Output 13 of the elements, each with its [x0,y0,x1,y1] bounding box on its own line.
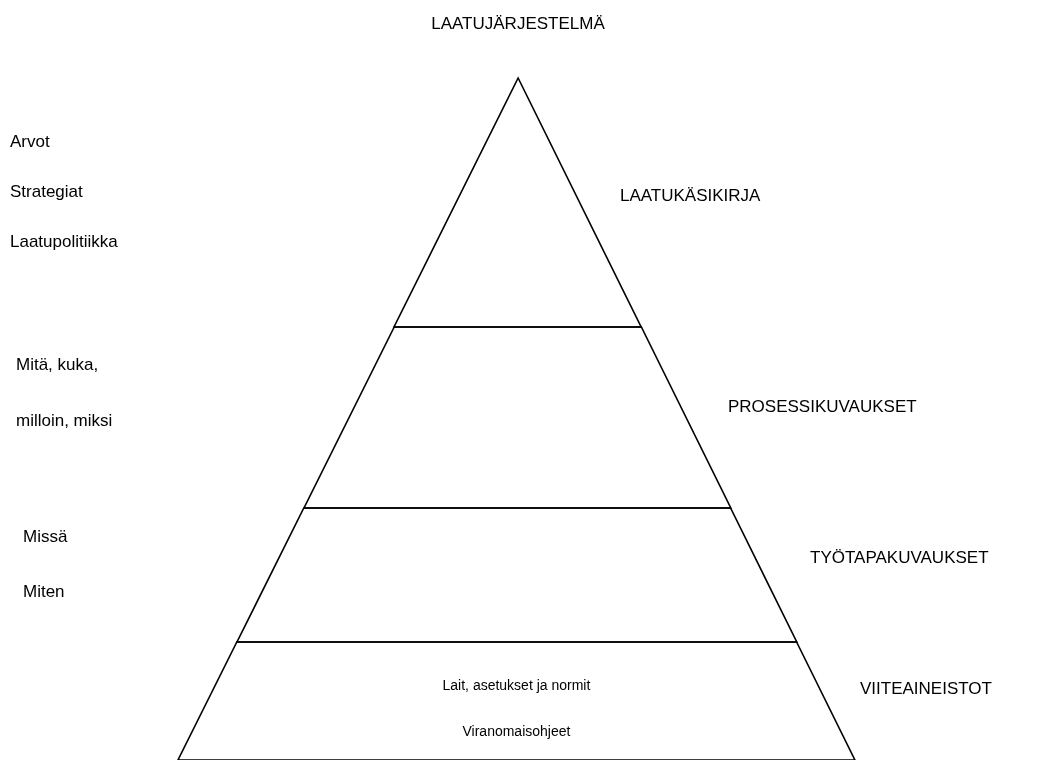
side-note: Miten [23,582,65,602]
side-note: Mitä, kuka, milloin, miksi [16,354,114,432]
side-note: Laatupolitiikka [10,232,118,252]
layer-name: TYÖTAPAKUVAUKSET [810,548,989,568]
layer-text: Viranomaisohjeet [462,722,571,740]
layer-name: PROSESSIKUVAUKSET [728,397,917,417]
layer-text: Lait, asetukset ja normit [442,676,591,694]
diagram-title: LAATUJÄRJESTELMÄ [431,14,605,34]
side-note: Strategiat [10,182,83,202]
side-note: Missä [23,527,68,547]
side-note: Arvot [10,132,50,152]
layer-name: LAATUKÄSIKIRJA [620,186,761,206]
layer-name: VIITEAINEISTOT [860,679,992,699]
